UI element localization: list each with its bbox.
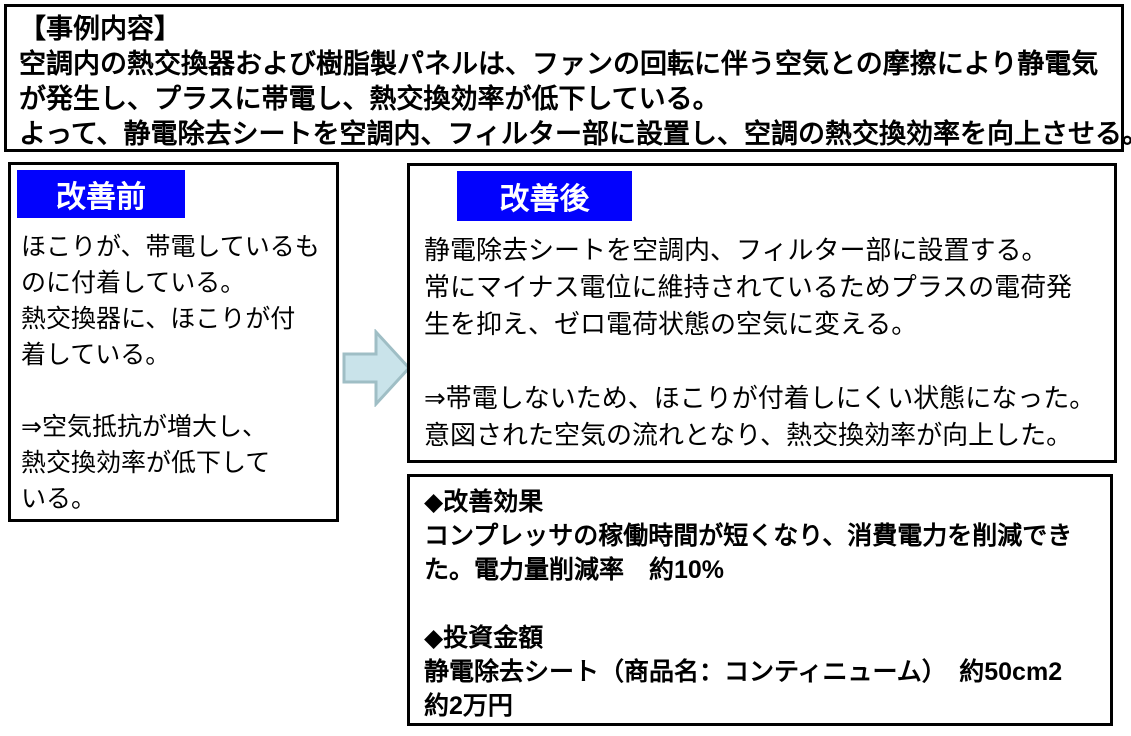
before-line-7: いる。: [21, 485, 97, 513]
before-line-1: ほこりが、帯電しているも: [21, 233, 320, 261]
after-header-badge: 改善後: [457, 171, 632, 221]
after-line-5: 意図された空気の流れとなり、熱交換効率が向上した。: [424, 420, 1073, 450]
results-blank-line: [424, 587, 1096, 621]
effect-line-1: コンプレッサの稼働時間が短くなり、消費電力を削減でき: [424, 522, 1073, 550]
before-line-blank: [21, 373, 331, 409]
before-line-6: 熱交換効率が低下して: [21, 449, 271, 477]
after-body: 静電除去シートを空調内、フィルター部に設置する。 常にマイナス電位に維持されてい…: [424, 232, 1104, 454]
after-line-blank: [424, 343, 1104, 380]
before-body: ほこりが、帯電しているも のに付着している。 熱交換器に、ほこりが付 着している…: [21, 229, 331, 517]
case-summary-title: 【事例内容】: [19, 14, 181, 44]
case-summary-box: 【事例内容】 空調内の熱交換器および樹脂製パネルは、ファンの回転に伴う空気との摩…: [4, 4, 1131, 152]
results-panel: ◆改善効果 コンプレッサの稼働時間が短くなり、消費電力を削減でき た。電力量削減…: [407, 474, 1113, 726]
case-summary-line-2: が発生し、プラスに帯電し、熱交換効率が低下している。: [19, 84, 720, 114]
investment-line-2: 約2万円: [424, 692, 513, 720]
after-line-1: 静電除去シートを空調内、フィルター部に設置する。: [424, 235, 1048, 265]
after-line-4: ⇒帯電しないため、ほこりが付着しにくい状態になった。: [424, 383, 1096, 413]
case-summary-line-3: よって、静電除去シートを空調内、フィルター部に設置し、空調の熱交換効率を向上させ…: [19, 119, 1131, 149]
before-line-2: のに付着している。: [21, 269, 246, 297]
before-header-badge: 改善前: [17, 170, 185, 218]
after-line-2: 常にマイナス電位に維持されているためプラスの電荷発: [424, 272, 1073, 302]
after-line-3: 生を抑え、ゼロ電荷状態の空気に変える。: [424, 309, 918, 339]
after-panel: 改善後 静電除去シートを空調内、フィルター部に設置する。 常にマイナス電位に維持…: [407, 163, 1117, 463]
right-block-arrow-icon: [342, 329, 412, 407]
effect-line-2: た。電力量削減率 約10%: [424, 556, 725, 584]
before-line-3: 熱交換器に、ほこりが付: [21, 305, 296, 333]
case-summary-line-1: 空調内の熱交換器および樹脂製パネルは、ファンの回転に伴う空気との摩擦により静電気: [19, 49, 1099, 79]
effect-heading: ◆改善効果: [424, 488, 544, 516]
investment-line-1: 静電除去シート（商品名：コンティニューム） 約50cm2: [424, 658, 1063, 686]
investment-heading: ◆投資金額: [424, 624, 544, 652]
before-panel: 改善前 ほこりが、帯電しているも のに付着している。 熱交換器に、ほこりが付 着…: [8, 162, 339, 522]
before-line-5: ⇒空気抵抗が増大し、: [21, 413, 267, 441]
before-line-4: 着している。: [21, 341, 171, 369]
